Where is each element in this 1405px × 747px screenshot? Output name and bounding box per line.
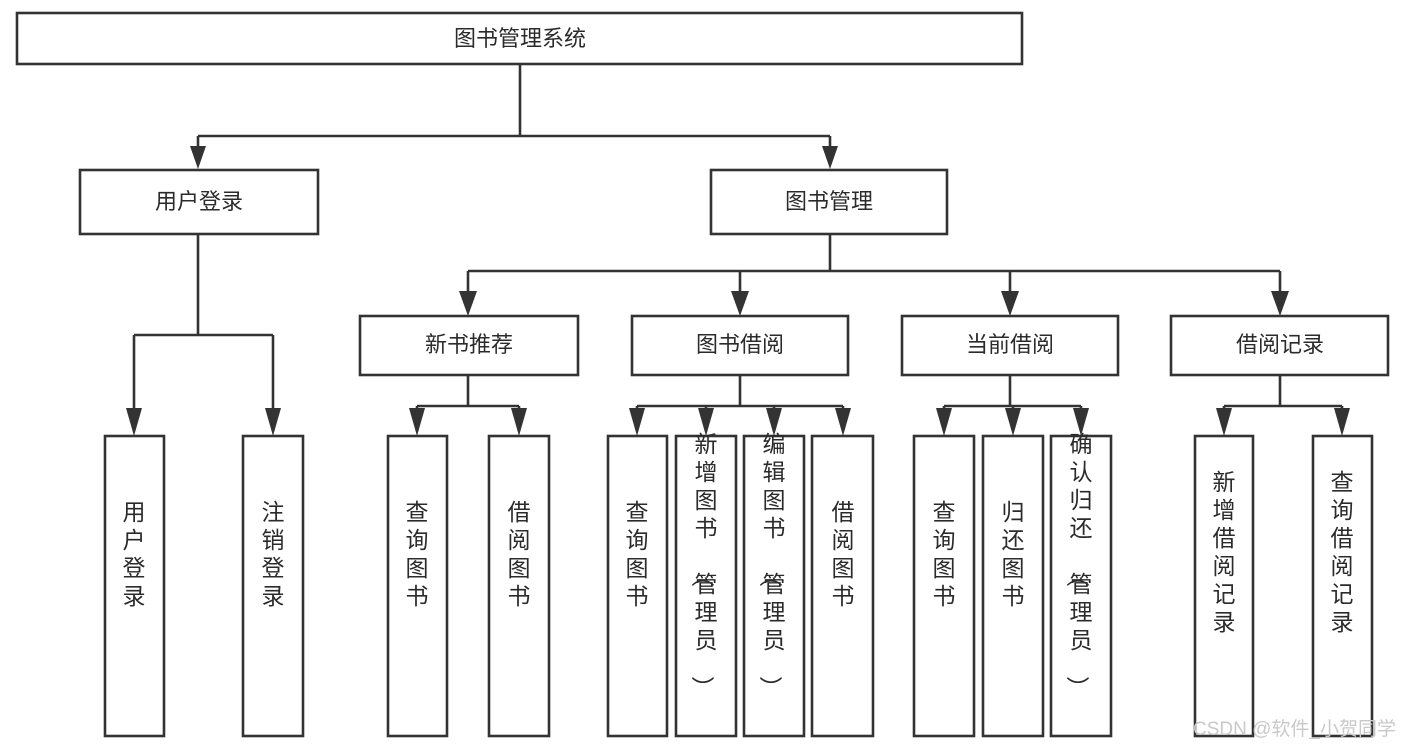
node-leaf-nb-query-book[interactable]: 查询图书 [386,434,449,738]
node-leaf-nb-borrow-book[interactable]: 借阅图书 [487,434,551,738]
node-leaf-br-add-record[interactable]: 新增借阅记录 [1193,434,1255,738]
csdn-watermark: CSDN @软件_小贺同学 [1193,718,1396,740]
arrowhead-leaf-cb3 [1073,408,1089,436]
node-root-label: 图书管理系统 [454,26,586,51]
node-leaf-br-query-record[interactable]: 查询借阅记录 [1311,434,1374,738]
node-leaf-bb-borrow-book-label: 借阅图书 [832,499,855,609]
arrowhead-leaf-br2 [1334,408,1350,436]
arrowhead-record [1271,291,1289,316]
arrowhead-leaf-cb1 [936,408,952,436]
node-leaf-cb-query-book-box[interactable] [912,434,976,738]
arrowhead-leaf-user-login [126,408,142,436]
node-leaf-bb-query-book-label: 查询图书 [626,499,649,609]
arrowhead-leaf-logout [265,408,281,436]
arrowhead-leaf-br1 [1216,408,1232,436]
node-leaf-bb-add-book[interactable]: 新增图书（管理员） [674,431,738,738]
arrowhead-leaf-nb1 [409,408,425,436]
node-leaf-cb-return-book[interactable]: 归还图书 [981,434,1045,738]
node-leaf-br-query-record-label: 查询借阅记录 [1331,469,1354,635]
node-leaf-logout-box[interactable] [241,434,305,738]
arrowhead-leaf-bb4 [835,408,851,436]
node-book-borrow-label: 图书借阅 [696,332,784,357]
arrowhead-leaf-cb2 [1005,408,1021,436]
node-leaf-cb-return-book-box[interactable] [981,434,1045,738]
node-leaf-user-login[interactable]: 用户登录 [103,434,166,738]
node-borrow-record-box[interactable] [1169,314,1390,377]
arrowhead-userlogin [190,146,206,169]
arrowhead-current [1001,291,1019,316]
node-leaf-bb-borrow-book[interactable]: 借阅图书 [810,434,875,738]
node-user-login-label: 用户登录 [155,189,243,214]
node-leaf-bb-edit-book-box[interactable] [742,434,806,738]
node-leaf-cb-confirm-return[interactable]: 确认归还（管理员） [1049,431,1113,738]
node-leaf-user-login-box[interactable] [103,434,166,738]
node-current-borrow-box[interactable] [900,314,1120,377]
node-user-login-box[interactable] [78,168,320,236]
node-leaf-br-add-record-box[interactable] [1193,434,1255,738]
node-leaf-cb-confirm-return-label: 确认归还（管理员） [1065,431,1093,699]
arrowhead-leaf-bb3 [766,408,782,436]
node-root[interactable]: 图书管理系统 [15,11,1024,66]
node-leaf-logout-label: 注销登录 [262,499,285,609]
arrowhead-leaf-nb2 [511,408,527,436]
node-new-book-recommend-label: 新书推荐 [425,332,513,357]
node-leaf-nb-query-book-box[interactable] [386,434,449,738]
node-leaf-cb-query-book[interactable]: 查询图书 [912,434,976,738]
node-book-borrow-box[interactable] [630,314,850,377]
node-leaf-bb-add-book-box[interactable] [674,434,738,738]
node-leaf-bb-edit-book-label: 编辑图书（管理员） [758,431,786,699]
node-leaf-nb-borrow-book-label: 借阅图书 [508,499,531,609]
node-leaf-bb-query-book-box[interactable] [606,434,669,738]
node-current-borrow-label: 当前借阅 [966,332,1054,357]
node-user-login[interactable]: 用户登录 [78,168,320,236]
arrowhead-newbook [459,291,477,316]
node-leaf-nb-borrow-book-box[interactable] [487,434,551,738]
node-book-management[interactable]: 图书管理 [709,168,949,236]
node-leaf-logout[interactable]: 注销登录 [241,434,305,738]
node-book-management-label: 图书管理 [785,189,873,214]
node-book-borrow[interactable]: 图书借阅 [630,314,850,377]
arrowhead-borrow [731,291,749,316]
node-leaf-br-add-record-label: 新增借阅记录 [1213,469,1236,635]
node-leaf-bb-borrow-book-box[interactable] [810,434,875,738]
edges-layer [126,64,1350,436]
node-leaf-cb-query-book-label: 查询图书 [933,499,956,609]
arrowhead-leaf-bb1 [629,408,645,436]
node-leaf-cb-confirm-return-box[interactable] [1049,434,1113,738]
node-leaf-user-login-label: 用户登录 [123,499,146,609]
node-leaf-br-query-record-box[interactable] [1311,434,1374,738]
node-leaf-cb-return-book-label: 归还图书 [1002,499,1025,609]
node-new-book-recommend-box[interactable] [358,314,580,377]
arrowhead-leaf-bb2 [698,408,714,436]
node-borrow-record-label: 借阅记录 [1236,332,1324,357]
node-leaf-bb-edit-book[interactable]: 编辑图书（管理员） [742,431,806,738]
node-root-box[interactable] [15,11,1024,66]
node-borrow-record[interactable]: 借阅记录 [1169,314,1390,377]
node-leaf-nb-query-book-label: 查询图书 [406,499,429,609]
node-leaf-bb-query-book[interactable]: 查询图书 [606,434,669,738]
arrowhead-bookmgmt [822,146,838,169]
node-new-book-recommend[interactable]: 新书推荐 [358,314,580,377]
node-current-borrow[interactable]: 当前借阅 [900,314,1120,377]
node-leaf-bb-add-book-label: 新增图书（管理员） [690,431,718,699]
node-book-management-box[interactable] [709,168,949,236]
